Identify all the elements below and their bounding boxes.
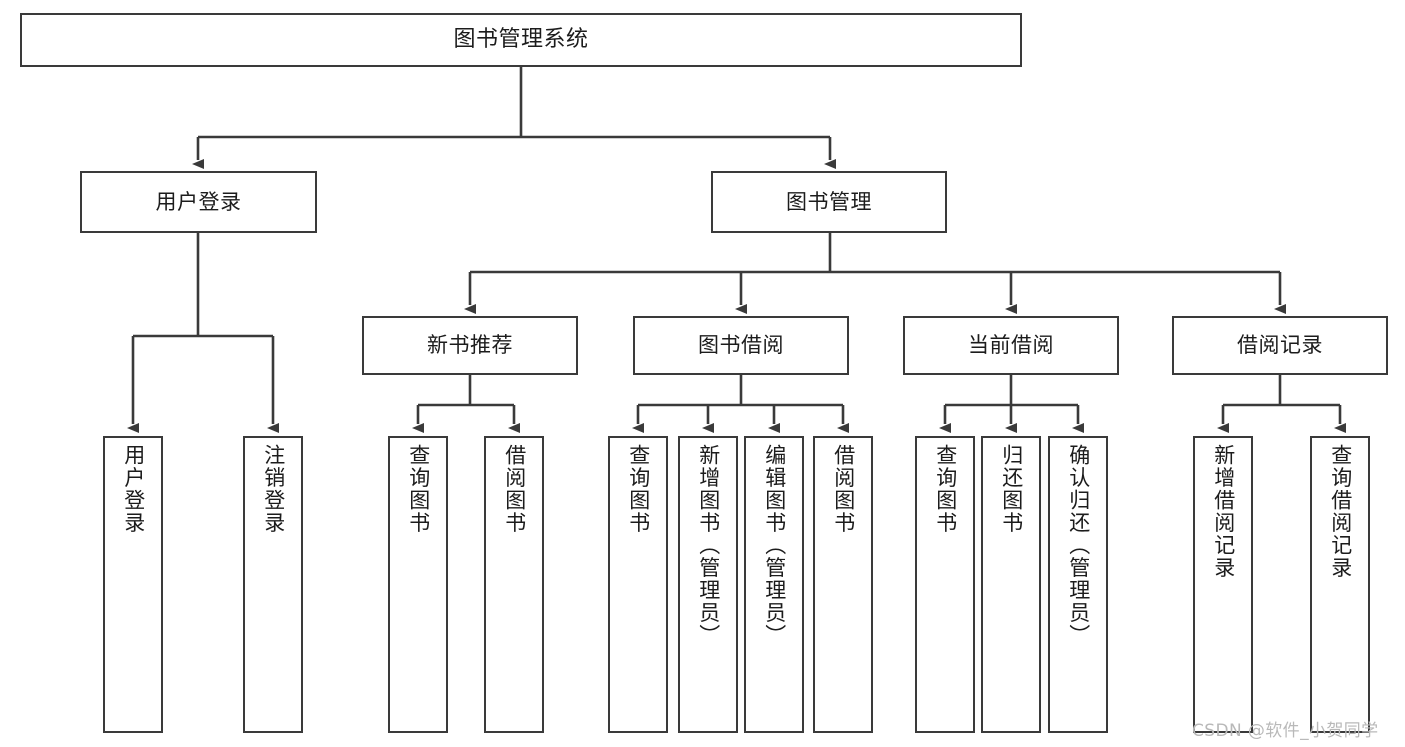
leaf-node[interactable]: 归还图书: [981, 436, 1041, 733]
node-label: 确认归还（管理员）: [1066, 444, 1091, 647]
node-book-borrow[interactable]: 图书借阅: [633, 316, 849, 375]
node-label: 新增借阅记录: [1211, 444, 1236, 579]
leaf-node[interactable]: 新增借阅记录: [1193, 436, 1253, 733]
leaf-node[interactable]: 查询图书: [388, 436, 448, 733]
leaf-node[interactable]: 新增图书（管理员）: [678, 436, 738, 733]
node-label: 当前借阅: [968, 333, 1054, 358]
node-label: 编辑图书（管理员）: [762, 444, 787, 647]
node-label: 查询图书: [626, 444, 651, 534]
node-label: 查询图书: [406, 444, 431, 534]
leaf-node[interactable]: 注销登录: [243, 436, 303, 733]
node-root-system[interactable]: 图书管理系统: [20, 13, 1022, 67]
leaf-node[interactable]: 确认归还（管理员）: [1048, 436, 1108, 733]
node-label: 借阅图书: [502, 444, 527, 534]
leaf-node[interactable]: 用户登录: [103, 436, 163, 733]
node-label: 新增图书（管理员）: [696, 444, 721, 647]
leaf-node[interactable]: 查询图书: [915, 436, 975, 733]
node-label: 查询借阅记录: [1328, 444, 1353, 579]
node-label: 注销登录: [261, 444, 286, 534]
node-current-borrow[interactable]: 当前借阅: [903, 316, 1119, 375]
watermark-text: CSDN @软件_小贺同学: [1192, 721, 1379, 741]
node-label: 归还图书: [999, 444, 1024, 534]
node-label: 借阅记录: [1237, 333, 1323, 358]
node-label: 图书借阅: [698, 333, 784, 358]
node-label: 图书管理: [786, 189, 872, 214]
node-label: 新书推荐: [427, 333, 513, 358]
leaf-node[interactable]: 查询图书: [608, 436, 668, 733]
leaf-node[interactable]: 编辑图书（管理员）: [744, 436, 804, 733]
node-label: 查询图书: [933, 444, 958, 534]
node-book-management[interactable]: 图书管理: [711, 171, 947, 233]
leaf-node[interactable]: 查询借阅记录: [1310, 436, 1370, 733]
leaf-node[interactable]: 借阅图书: [484, 436, 544, 733]
node-user-login[interactable]: 用户登录: [80, 171, 317, 233]
node-new-book-recommend[interactable]: 新书推荐: [362, 316, 578, 375]
node-label: 用户登录: [155, 189, 242, 214]
node-label: 图书管理系统: [453, 27, 589, 53]
node-label: 用户登录: [121, 444, 146, 534]
node-borrow-records[interactable]: 借阅记录: [1172, 316, 1388, 375]
node-label: 借阅图书: [831, 444, 856, 534]
leaf-node[interactable]: 借阅图书: [813, 436, 873, 733]
